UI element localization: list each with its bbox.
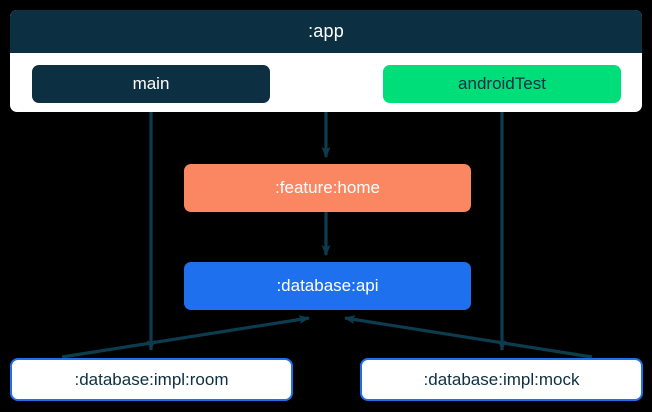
cluster-app-title: :app [308,21,344,41]
node-feature-home-label: :feature:home [275,178,380,197]
source-set-main[interactable]: main [32,65,270,103]
cluster-app-header: :app [10,10,642,53]
node-database-impl-mock-label: :database:impl:mock [423,369,580,389]
edge-database-impl-room-to-database-api [61,315,310,359]
cluster-app[interactable]: :app main androidTest [10,10,642,112]
node-database-api-label: :database:api [276,276,379,295]
node-feature-home[interactable]: :feature:home [184,164,471,212]
source-set-main-label: main [132,74,170,93]
node-database-impl-room-label: :database:impl:room [74,369,229,389]
source-set-androidtest[interactable]: androidTest [383,65,621,103]
source-set-androidtest-label: androidTest [458,74,546,93]
node-database-impl-mock[interactable]: :database:impl:mock [360,358,643,401]
edge-database-impl-mock-to-database-api [344,315,593,359]
node-database-api[interactable]: :database:api [184,262,471,310]
node-database-impl-room[interactable]: :database:impl:room [10,358,293,401]
